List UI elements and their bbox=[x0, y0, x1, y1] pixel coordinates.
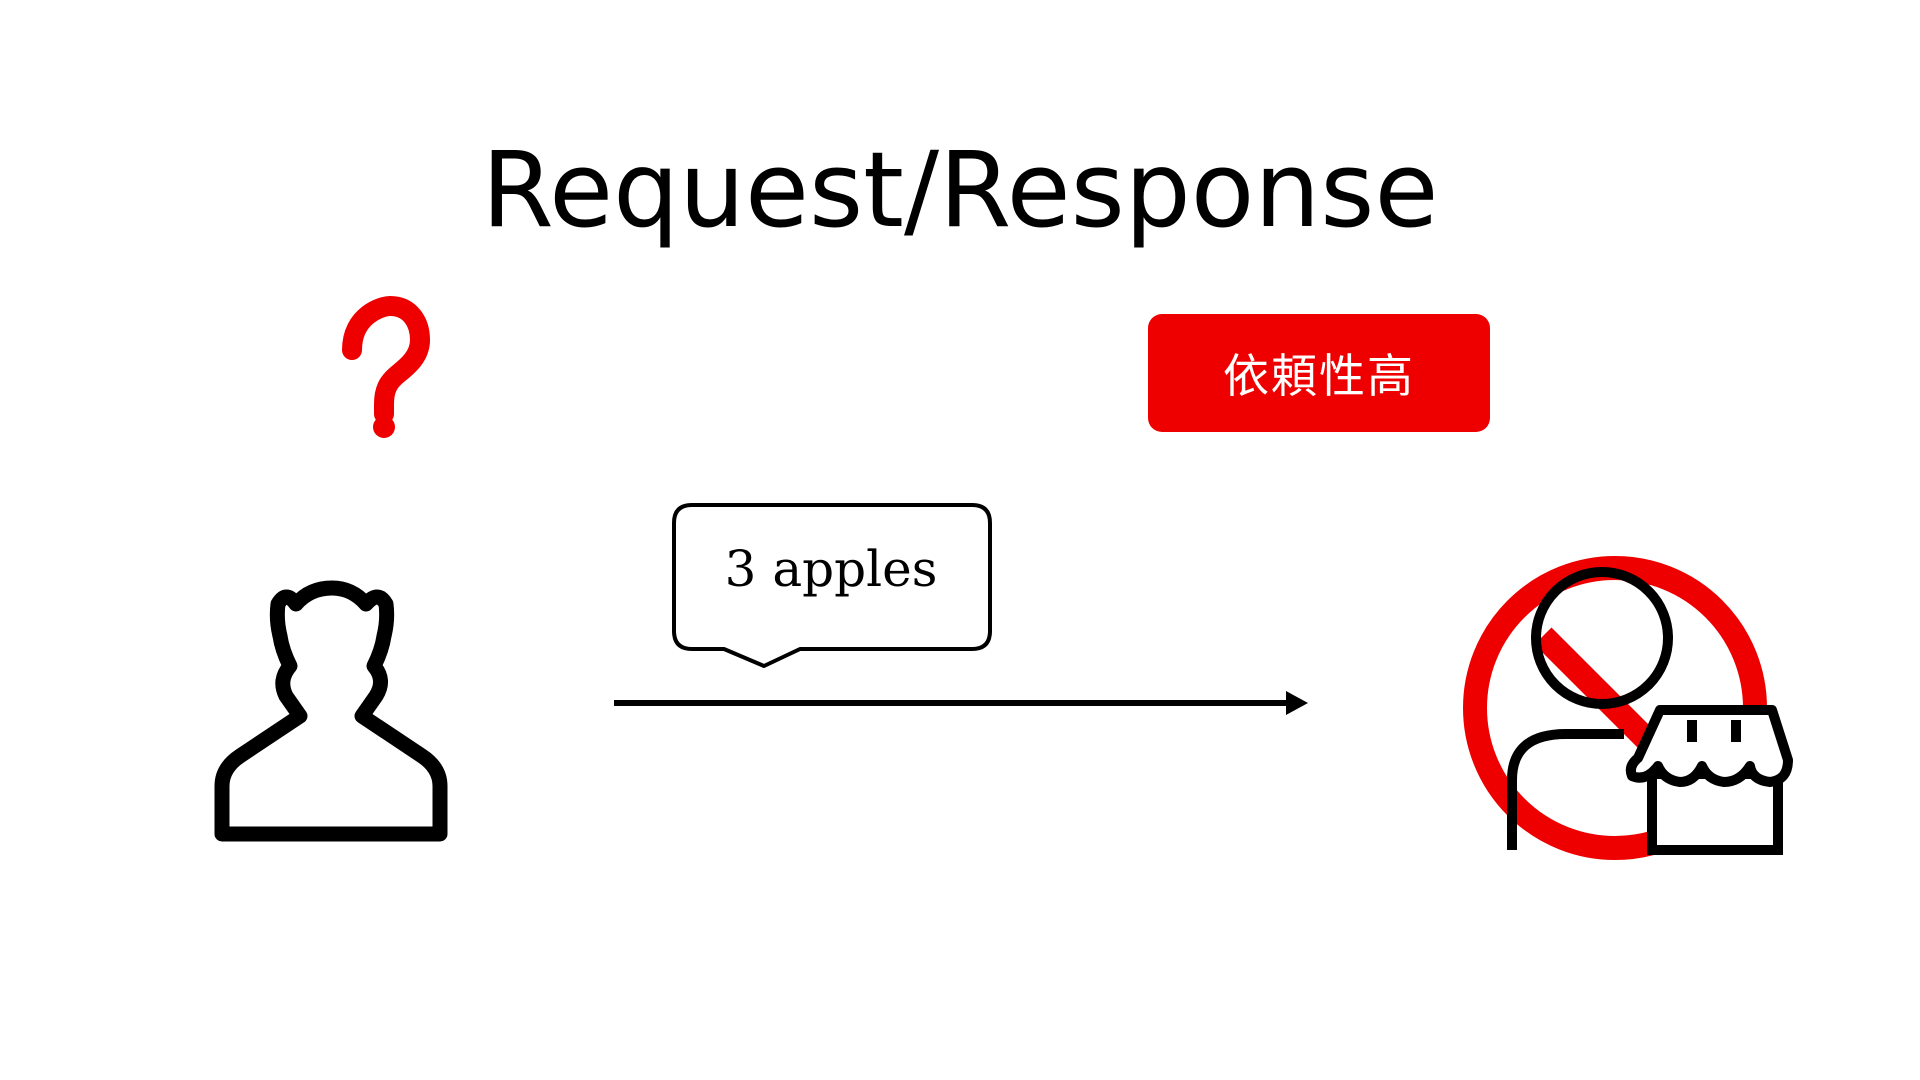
question-mark-icon bbox=[342, 295, 431, 438]
request-arrow bbox=[614, 691, 1308, 715]
dependency-badge: 依頼性高 bbox=[1148, 314, 1490, 432]
person-outline-icon bbox=[214, 580, 448, 842]
speech-bubble bbox=[672, 503, 992, 668]
speech-bubble-label: 3 apples bbox=[724, 540, 938, 598]
storefront-icon bbox=[1625, 705, 1793, 855]
shopkeeper-icon bbox=[1507, 567, 1673, 850]
slide-title: Request/Response bbox=[481, 129, 1439, 251]
